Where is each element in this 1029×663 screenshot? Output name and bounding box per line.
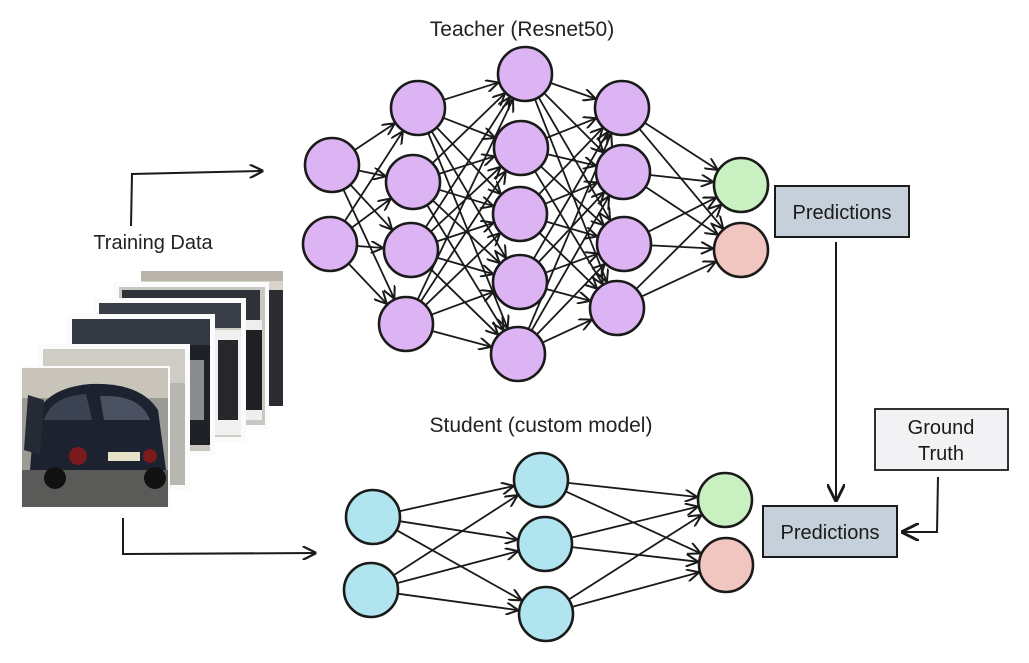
teacher-connection [542,320,591,344]
teacher-connection [342,189,393,298]
teacher-network [301,45,770,383]
ground-truth-label-line1: Ground [908,417,975,439]
student-predictions-label: Predictions [781,522,880,544]
ground-truth-box: Ground Truth [874,408,1009,471]
student-predictions-box: Predictions [762,505,898,558]
student-node [516,515,574,573]
teacher-predictions-label: Predictions [793,202,892,224]
teacher-connection [354,124,394,151]
teacher-connection [545,119,595,139]
teacher-node [489,325,547,383]
teacher-connection [641,262,715,298]
teacher-connection [429,268,497,334]
teacher-node [593,79,651,137]
teacher-node [377,295,435,353]
student-output-node-green [696,471,754,529]
teacher-connection [644,121,717,170]
student-output-node-red [697,536,755,594]
training-to-teacher-arrow [130,171,262,227]
student-node [342,561,400,619]
student-connections [393,482,701,610]
teacher-node [496,45,554,103]
student-connection [570,507,697,539]
teacher-connection [430,292,493,316]
student-connection [397,592,518,610]
teacher-connection [443,83,498,101]
teacher-connection [351,199,390,229]
teacher-connection [645,186,717,234]
teacher-connection [650,245,712,248]
teacher-output-node-green [712,156,770,214]
teacher-connection [649,174,712,182]
student-title: Student (custom model) [430,414,653,437]
training-images-stack [20,271,283,509]
student-node [517,585,575,643]
teacher-connections [342,82,722,347]
teacher-connection [424,234,499,306]
teacher-connection [356,246,382,248]
teacher-node [491,253,549,311]
teacher-connection [347,262,386,303]
teacher-connection [538,129,602,196]
teacher-node [594,143,652,201]
teacher-connection [647,198,715,233]
student-connection [399,520,517,539]
training-to-student-arrow [122,518,315,554]
teacher-title: Teacher (Resnet50) [430,18,614,41]
teacher-connection [534,98,607,281]
teacher-connection [545,288,589,301]
teacher-connection [635,205,720,290]
ground-truth-to-predictions-arrow [903,476,939,532]
teacher-node [384,153,442,211]
teacher-connection [543,92,602,151]
teacher-connection [538,232,596,288]
ground-truth-label-line2: Truth [918,443,964,465]
training-data-label: Training Data [93,232,213,254]
teacher-predictions-box: Predictions [774,185,910,238]
student-node [344,488,402,546]
teacher-connection [420,172,505,302]
teacher-connection [436,256,492,274]
student-connection [396,551,517,584]
student-connection [571,546,697,562]
student-connection [567,482,696,497]
teacher-connection [431,330,490,347]
student-connection [568,516,701,601]
student-network [342,451,755,643]
student-connection [393,496,517,577]
student-connection [396,529,521,600]
teacher-node [492,119,550,177]
teacher-node [588,279,646,337]
teacher-connection [431,94,504,164]
teacher-connection [343,132,403,222]
student-node [512,451,570,509]
teacher-node [303,136,361,194]
teacher-node [491,185,549,243]
teacher-connection [424,98,510,228]
teacher-connection [530,197,609,332]
teacher-node [301,215,359,273]
teacher-node [382,221,440,279]
teacher-node [389,79,447,137]
teacher-connection [536,265,604,336]
student-connection [571,573,698,608]
student-connection [399,486,512,513]
teacher-connection [436,223,493,243]
teacher-connection [544,183,596,205]
teacher-node [595,215,653,273]
training-image-front-car [20,366,170,509]
teacher-connection [532,133,608,260]
teacher-connection [550,82,595,99]
teacher-connection [358,171,384,177]
teacher-connection [349,184,391,229]
teacher-output-node-red [712,221,770,279]
